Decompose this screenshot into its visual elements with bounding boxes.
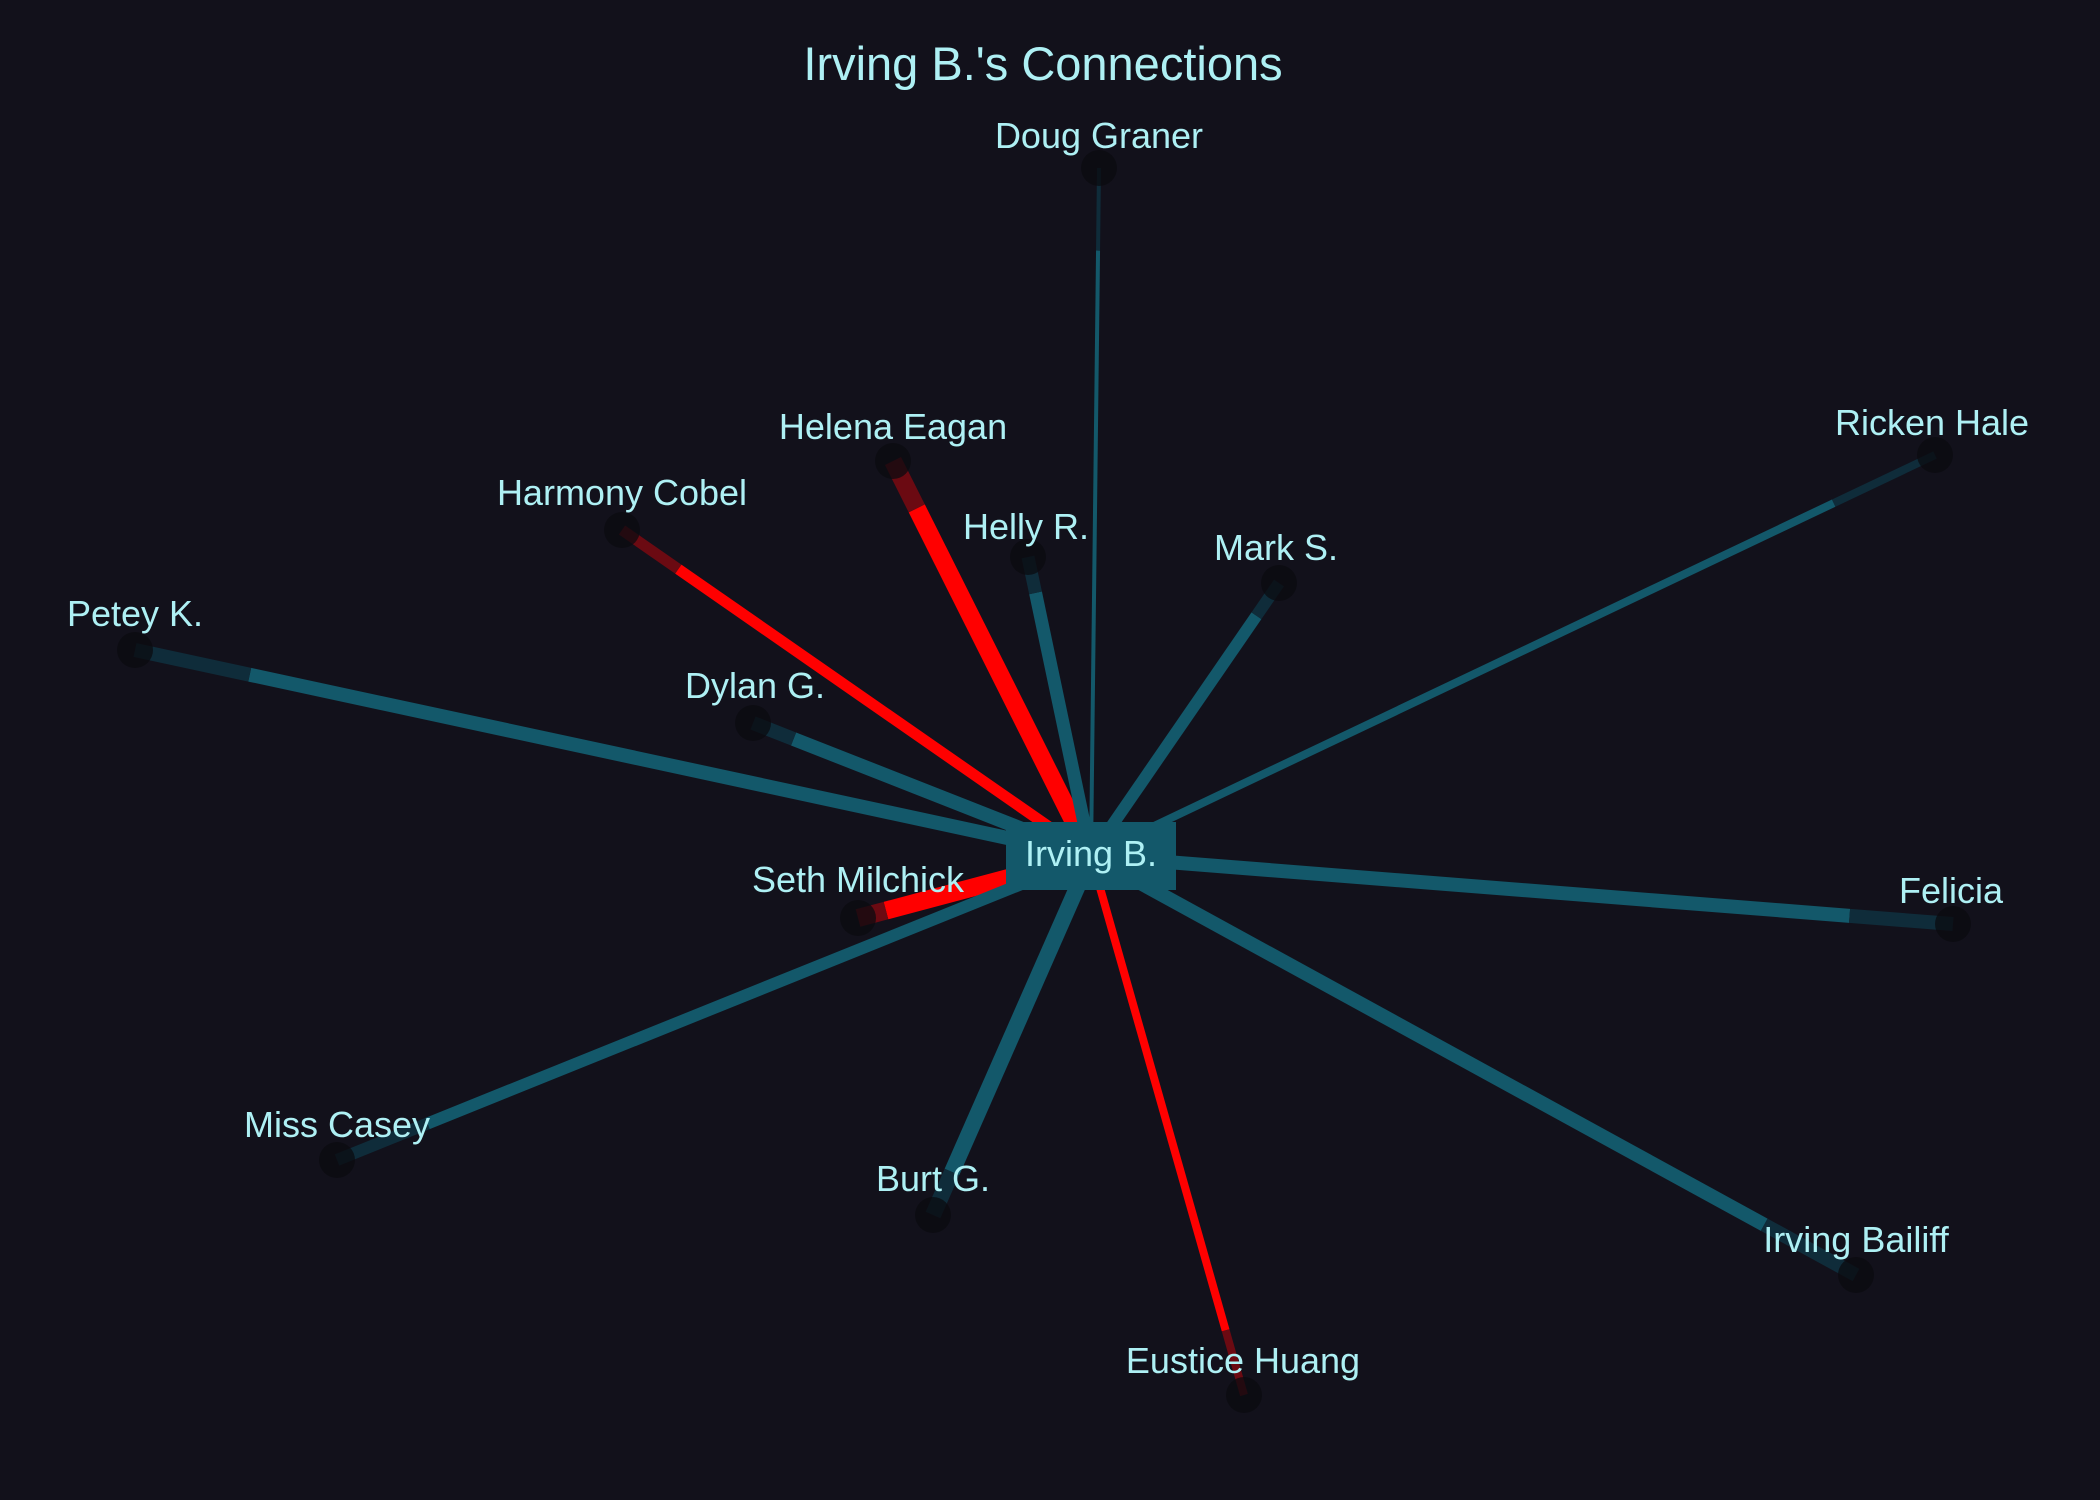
edge-doug-graner [1089,250,1101,857]
edge-miss-casey [425,850,1094,1130]
chart-title: Irving B.'s Connections [803,37,1282,90]
node-felicia[interactable] [1935,906,1971,942]
node-petey-k[interactable] [117,632,153,668]
center-node-label: Irving B. [1025,833,1157,874]
center-node-box [1006,822,1176,890]
node-label-eustice-huang: Eustice Huang [1126,1340,1360,1381]
node-label-harmony-cobel: Harmony Cobel [497,472,747,513]
edges-layer [133,167,1954,1397]
edge-mark-s [1086,612,1262,860]
node-eustice-huang[interactable] [1226,1377,1262,1413]
node-label-helly-r: Helly R. [963,506,1089,547]
nodes-layer [117,150,1971,1413]
node-label-burt-g: Burt G. [876,1158,990,1199]
node-label-helena-eagan: Helena Eagan [779,406,1007,447]
node-harmony-cobel[interactable] [604,512,640,548]
node-label-dylan-g: Dylan G. [685,665,825,706]
node-label-petey-k: Petey K. [67,593,203,634]
edge-helena-eagan [908,504,1100,861]
edge-felicia [1090,849,1851,923]
node-helly-r[interactable] [1010,539,1046,575]
node-label-mark-s: Mark S. [1214,527,1338,568]
node-label-ricken-hale: Ricken Hale [1835,402,2029,443]
node-label-felicia: Felicia [1899,870,2004,911]
node-irving-bailiff[interactable] [1838,1257,1874,1293]
node-label-doug-graner: Doug Graner [995,115,1203,156]
node-miss-casey[interactable] [319,1142,355,1178]
edge-ricken-hale [1089,499,1836,860]
node-helena-eagan[interactable] [875,443,911,479]
node-ricken-hale[interactable] [1917,437,1953,473]
node-label-irving-bailiff: Irving Bailiff [1763,1219,1949,1260]
node-dylan-g[interactable] [735,705,771,741]
node-label-miss-casey: Miss Casey [244,1104,430,1145]
edge-petey-k [248,667,1093,863]
node-burt-g[interactable] [915,1197,951,1233]
edge-harmony-cobel [675,564,1095,861]
edge-helly-r [1029,591,1098,858]
node-mark-s[interactable] [1261,565,1297,601]
edge-eustice-huang [1087,854,1230,1332]
center-node[interactable]: Irving B. [1006,822,1176,890]
node-doug-graner[interactable] [1081,150,1117,186]
edge-irving-bailiff [1087,849,1768,1231]
edge-tail-ricken-hale [1832,451,1937,507]
node-label-seth-milchick: Seth Milchick [752,859,965,900]
edge-burt-g [944,852,1099,1176]
node-seth-milchick[interactable] [840,900,876,936]
edge-tail-petey-k [133,643,252,682]
